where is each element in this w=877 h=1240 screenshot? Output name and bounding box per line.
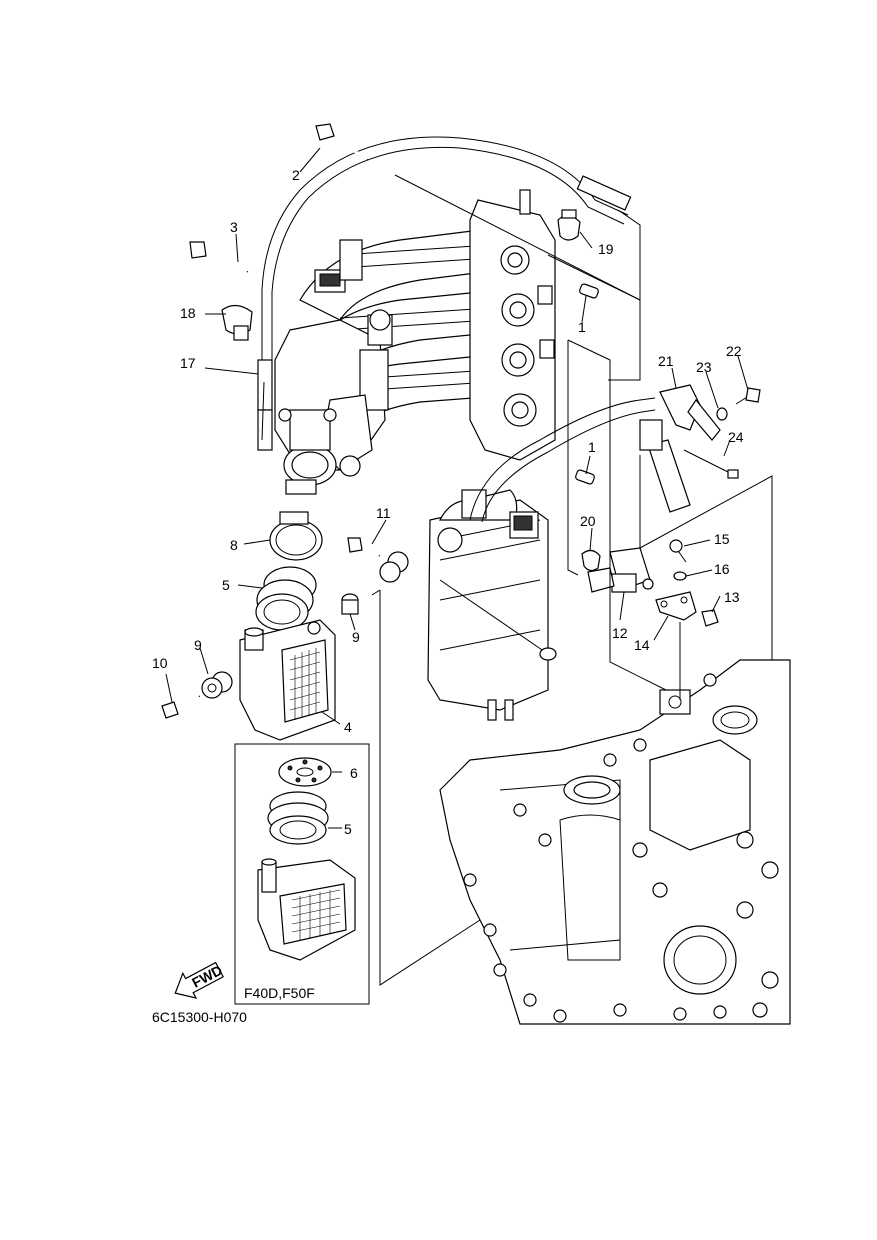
callout-14: 14: [634, 637, 650, 653]
plate-6: [278, 757, 332, 787]
hose-clamp-18: [221, 304, 253, 341]
callout-12: 12: [612, 625, 628, 641]
callout-19: 19: [598, 241, 614, 257]
callout-15: 15: [714, 531, 730, 547]
hose-21: [639, 384, 721, 513]
callout-20: 20: [580, 513, 596, 529]
callout-11: 11: [376, 505, 391, 521]
bolt-2: [315, 123, 369, 161]
callout-numbers: 2 3 18 17 19 1 1 21 23 22 24 11 20 8 15 …: [152, 167, 744, 837]
callout-1-upper: 1: [578, 319, 586, 335]
cylinder-block: [439, 659, 791, 1025]
hose-clamp-19: [557, 209, 581, 241]
bolt-22: [735, 387, 761, 405]
callout-3: 3: [230, 219, 238, 235]
callout-9: 9: [352, 629, 360, 645]
reference-lines: [165, 147, 773, 986]
callout-18: 18: [180, 305, 196, 321]
breather-hose: [257, 136, 632, 451]
grommet-11: [379, 551, 409, 583]
diagram-code: 6C15300-H070: [152, 1009, 247, 1025]
cable-tie-24: [683, 449, 739, 479]
callout-5-inset: 5: [344, 821, 352, 837]
inset-box: F40D,F50F: [234, 743, 370, 1005]
vapor-separator: [427, 397, 656, 721]
grommet-8: [201, 671, 233, 699]
bolt-lower: [439, 579, 557, 661]
inset-label: F40D,F50F: [244, 985, 315, 1001]
callout-24: 24: [728, 429, 744, 445]
dowel-pin-lower: [575, 469, 595, 485]
callout-7: 8: [230, 537, 238, 553]
callout-13: 13: [724, 589, 740, 605]
collar-9: [341, 593, 359, 615]
bolt-11: [347, 537, 381, 557]
hose-clamp-7: [269, 511, 323, 561]
intake-joint-5: [255, 566, 317, 631]
nut-13: [701, 609, 719, 627]
callout-4: 4: [344, 719, 352, 735]
callout-16: 16: [714, 561, 730, 577]
fwd-arrow: FWD: [174, 962, 225, 999]
callout-2: 2: [292, 167, 300, 183]
intake-manifold: [274, 189, 556, 495]
callout-8: 9: [194, 637, 202, 653]
callout-21: 21: [658, 353, 674, 369]
clamp-20: [581, 549, 601, 572]
inset-silencer: [257, 858, 356, 961]
callout-17: 17: [180, 355, 196, 371]
bolt-10: [161, 695, 201, 719]
washer-23: [716, 407, 728, 421]
intake-silencer-4: [239, 619, 336, 741]
callout-23: 23: [696, 359, 712, 375]
bracket-14: [655, 591, 697, 621]
callout-1-lower: 1: [588, 439, 596, 455]
screw-15: [669, 539, 687, 563]
callout-10: 10: [152, 655, 168, 671]
fwd-label: FWD: [189, 962, 225, 991]
inset-joint-5: [267, 791, 329, 845]
callout-5: 5: [222, 577, 230, 593]
dowel-pin-upper: [579, 283, 599, 299]
bolt-3: [189, 241, 249, 273]
washer-16: [673, 571, 687, 581]
callout-22: 22: [726, 343, 742, 359]
callout-6: 6: [350, 765, 358, 781]
solenoid-12: [587, 547, 654, 593]
